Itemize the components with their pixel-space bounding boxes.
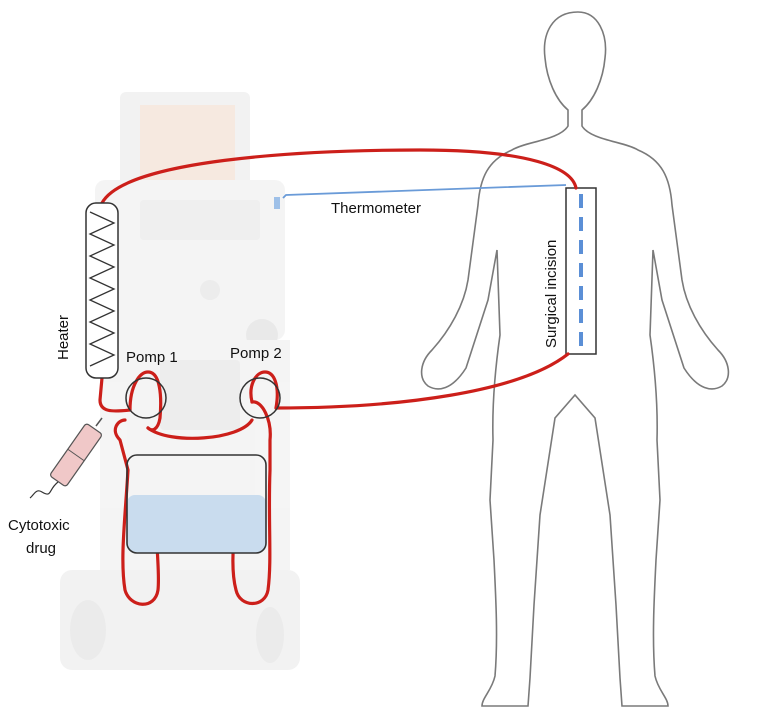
machine-knob — [200, 280, 220, 300]
syringe — [29, 417, 103, 499]
pump2-tubing-loop — [249, 370, 279, 410]
machine-base — [60, 570, 300, 670]
syringe-plunger-line — [29, 481, 59, 499]
pump1-tubing-loop — [128, 370, 163, 432]
machine-screen — [140, 105, 235, 180]
pump-interconnect-tube — [146, 418, 254, 440]
circuit — [98, 148, 578, 606]
syringe-divider — [67, 448, 85, 462]
return-tube — [274, 352, 570, 410]
machine-panel — [140, 200, 260, 240]
heater-box — [85, 202, 119, 379]
heater-to-pump1-tube — [98, 376, 132, 413]
machine-pump-panel — [160, 360, 240, 430]
cytotoxic-drug-label-line1: Cytotoxic — [8, 517, 70, 534]
machine-wheel-left — [70, 600, 106, 660]
human-body-outline — [420, 11, 730, 707]
thermometer-line — [282, 184, 567, 199]
machine-wheel-right — [256, 607, 284, 663]
pump1-circle — [125, 377, 167, 419]
thermometer-probe — [274, 197, 280, 209]
outflow-tube — [100, 148, 578, 205]
heater-label: Heater — [55, 315, 72, 360]
thermometer-label: Thermometer — [331, 200, 421, 217]
heater-coil — [88, 211, 116, 367]
pump2-circle — [239, 377, 281, 419]
pump1-to-reservoir-tube — [113, 418, 161, 606]
reservoir-fluid — [127, 495, 266, 553]
pump2-label: Pomp 2 — [230, 345, 282, 362]
surgical-incision-label: Surgical incision — [543, 240, 560, 348]
pump1-label: Pomp 1 — [126, 349, 178, 366]
reservoir-to-pump2-tube — [231, 400, 272, 606]
cytotoxic-drug-label-line2: drug — [26, 540, 56, 557]
syringe-needle — [95, 417, 103, 427]
perfusion-machine — [60, 92, 300, 670]
reservoir-bag — [126, 454, 267, 554]
